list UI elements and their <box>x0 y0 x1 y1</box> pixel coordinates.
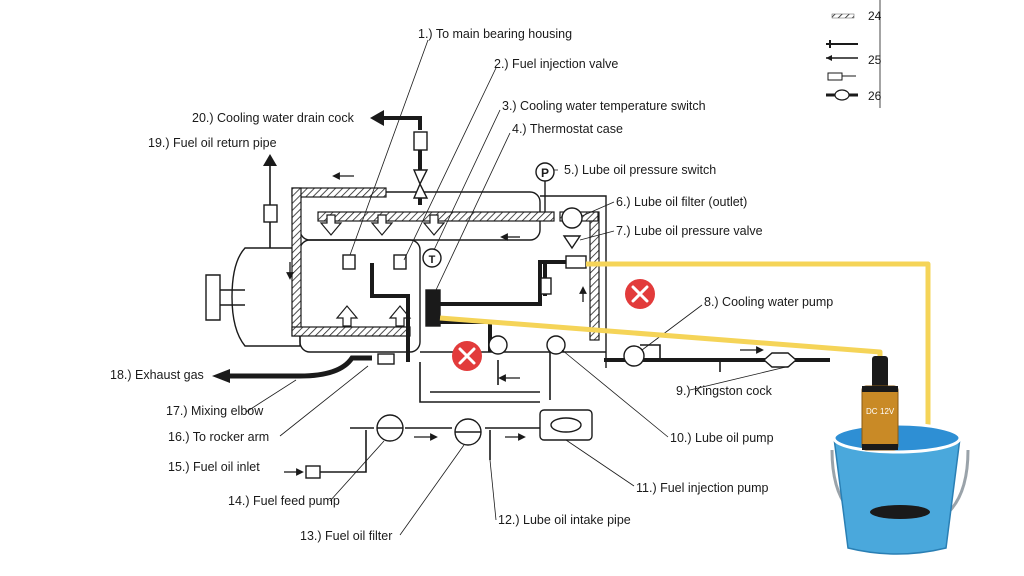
label-12: 12.) Lube oil intake pipe <box>498 513 631 527</box>
label-1: 1.) To main bearing housing <box>418 27 572 41</box>
flow-arrows <box>284 172 764 476</box>
yellow-hoses <box>439 261 931 428</box>
label-8: 8.) Cooling water pump <box>704 295 833 309</box>
label-17: 17.) Mixing elbow <box>166 404 264 418</box>
cooling-flow-arrows <box>319 214 446 327</box>
leader-lines <box>245 39 791 536</box>
thin-pipes <box>269 160 721 473</box>
label-3: 3.) Cooling water temperature switch <box>502 99 706 113</box>
bucket-grip <box>870 505 930 519</box>
oil-filter-outlet <box>561 207 583 229</box>
legend-25: 25 <box>868 53 882 67</box>
components <box>263 131 798 479</box>
drain-arrow <box>370 110 384 126</box>
thermostat-case <box>425 289 441 327</box>
legend-24: 24 <box>868 9 882 23</box>
fuel-return-fitting <box>263 204 278 223</box>
label-13: 13.) Fuel oil filter <box>300 529 392 543</box>
label-20: 20.) Cooling water drain cock <box>192 111 355 125</box>
pump-body <box>861 385 899 451</box>
label-14: 14.) Fuel feed pump <box>228 494 340 508</box>
hose-fitting <box>565 255 587 269</box>
labels: 1.) To main bearing housing 2.) Fuel inj… <box>110 27 833 543</box>
x-icon-2 <box>452 341 482 371</box>
drain-valve <box>412 169 429 199</box>
legend-26: 26 <box>868 89 882 103</box>
pump-volt-label: 12V <box>880 407 895 416</box>
label-5: 5.) Lube oil pressure switch <box>564 163 716 177</box>
oil-line-fitting <box>540 277 552 295</box>
cooling-water-pump <box>623 345 645 367</box>
label-2: 2.) Fuel injection valve <box>494 57 618 71</box>
legend: 24 25 26 <box>826 0 882 108</box>
fuel-injection-pump <box>539 409 593 441</box>
hose-outlet <box>586 261 931 428</box>
label-19: 19.) Fuel oil return pipe <box>148 136 277 150</box>
label-7: 7.) Lube oil pressure valve <box>616 224 763 238</box>
label-4: 4.) Thermostat case <box>512 122 623 136</box>
kingston-cock <box>762 352 798 368</box>
drain-cock <box>413 131 428 151</box>
label-10: 10.) Lube oil pump <box>670 431 774 445</box>
injector-2 <box>393 254 407 270</box>
label-16: 16.) To rocker arm <box>168 430 269 444</box>
label-15: 15.) Fuel oil inlet <box>168 460 260 474</box>
return-arrow <box>263 154 277 166</box>
legend-hatch-swatch <box>831 13 855 19</box>
label-18: 18.) Exhaust gas <box>110 368 204 382</box>
label-9: 9.) Kingston cock <box>676 384 773 398</box>
injector-1 <box>342 254 356 270</box>
oil-pressure-valve <box>562 235 582 250</box>
label-11: 11.) Fuel injection pump <box>636 481 769 495</box>
fuel-inlet-fitting <box>305 465 321 479</box>
label-6: 6.) Lube oil filter (outlet) <box>616 195 747 209</box>
pump-dc-label: DC <box>866 407 878 416</box>
x-icon-1 <box>625 279 655 309</box>
bucket-body <box>833 437 961 555</box>
t-gauge-icon: T <box>429 254 436 266</box>
bucket: DC 12V <box>830 356 970 555</box>
legend-box <box>827 72 843 81</box>
lube-pump-a <box>488 335 508 355</box>
lube-oil-pump <box>546 335 566 355</box>
mixing-fitting <box>377 353 395 365</box>
p-gauge-icon: P <box>541 166 549 180</box>
exhaust-pipe <box>212 355 372 383</box>
pump-cap <box>872 356 888 388</box>
temp-switch <box>422 248 442 268</box>
